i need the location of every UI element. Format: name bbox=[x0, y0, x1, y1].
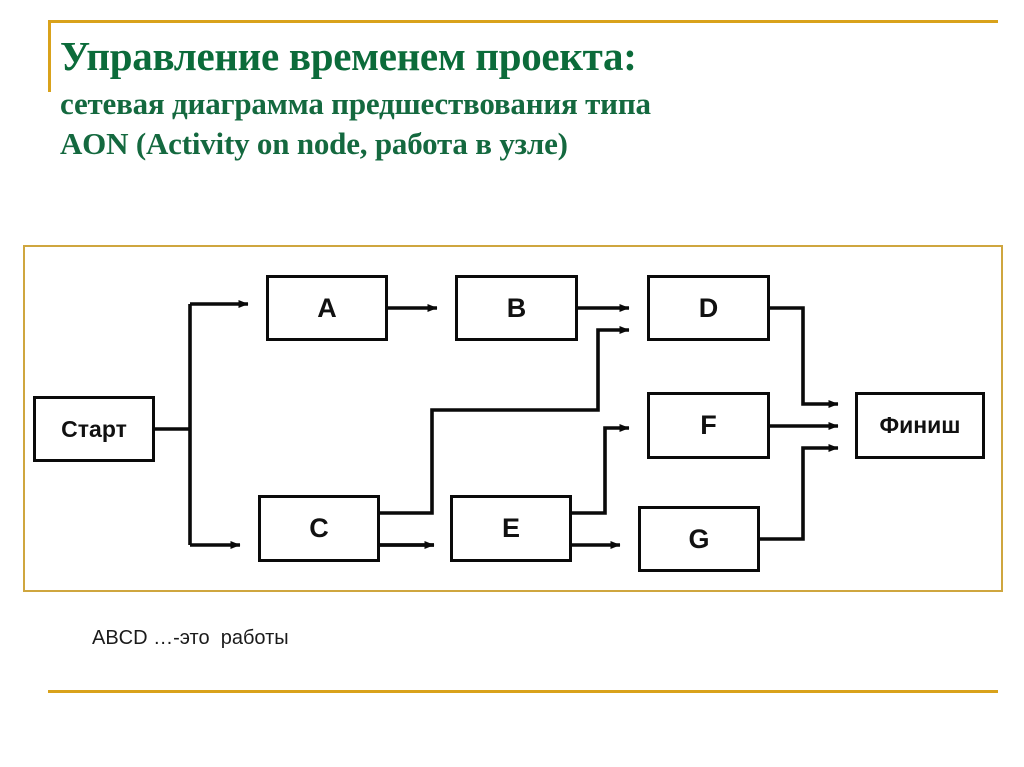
top-accent-rule-vertical bbox=[48, 20, 51, 92]
node-start[interactable]: Старт bbox=[33, 396, 155, 462]
slide-title-block: Управление временем проекта: сетевая диа… bbox=[60, 33, 970, 163]
node-g[interactable]: G bbox=[638, 506, 760, 572]
node-d-label: D bbox=[698, 292, 719, 323]
page-subtitle-line1: сетевая диаграмма предшествования типа bbox=[60, 85, 651, 121]
bottom-accent-rule bbox=[48, 690, 998, 693]
top-accent-rule-horizontal bbox=[48, 20, 998, 23]
node-finish-label: Финиш bbox=[879, 412, 961, 438]
node-b-label: B bbox=[506, 292, 527, 323]
diagram-caption: ABCD …-это работы bbox=[92, 627, 289, 649]
node-g-label: G bbox=[688, 523, 710, 554]
node-e[interactable]: E bbox=[450, 495, 572, 562]
node-finish[interactable]: Финиш bbox=[855, 392, 985, 459]
node-e-label: E bbox=[501, 513, 520, 543]
node-a-label: A bbox=[317, 292, 337, 323]
node-b[interactable]: B bbox=[455, 275, 578, 341]
node-d[interactable]: D bbox=[647, 275, 770, 341]
node-c[interactable]: C bbox=[258, 495, 380, 562]
page-title: Управление временем проекта: bbox=[60, 33, 637, 79]
node-c-label: C bbox=[309, 513, 329, 543]
node-f[interactable]: F bbox=[647, 392, 770, 459]
node-f-label: F bbox=[700, 410, 717, 440]
node-a[interactable]: A bbox=[266, 275, 388, 341]
node-start-label: Старт bbox=[61, 415, 127, 442]
page-subtitle-line2: AON (Activity on node, работа в узле) bbox=[60, 125, 568, 161]
